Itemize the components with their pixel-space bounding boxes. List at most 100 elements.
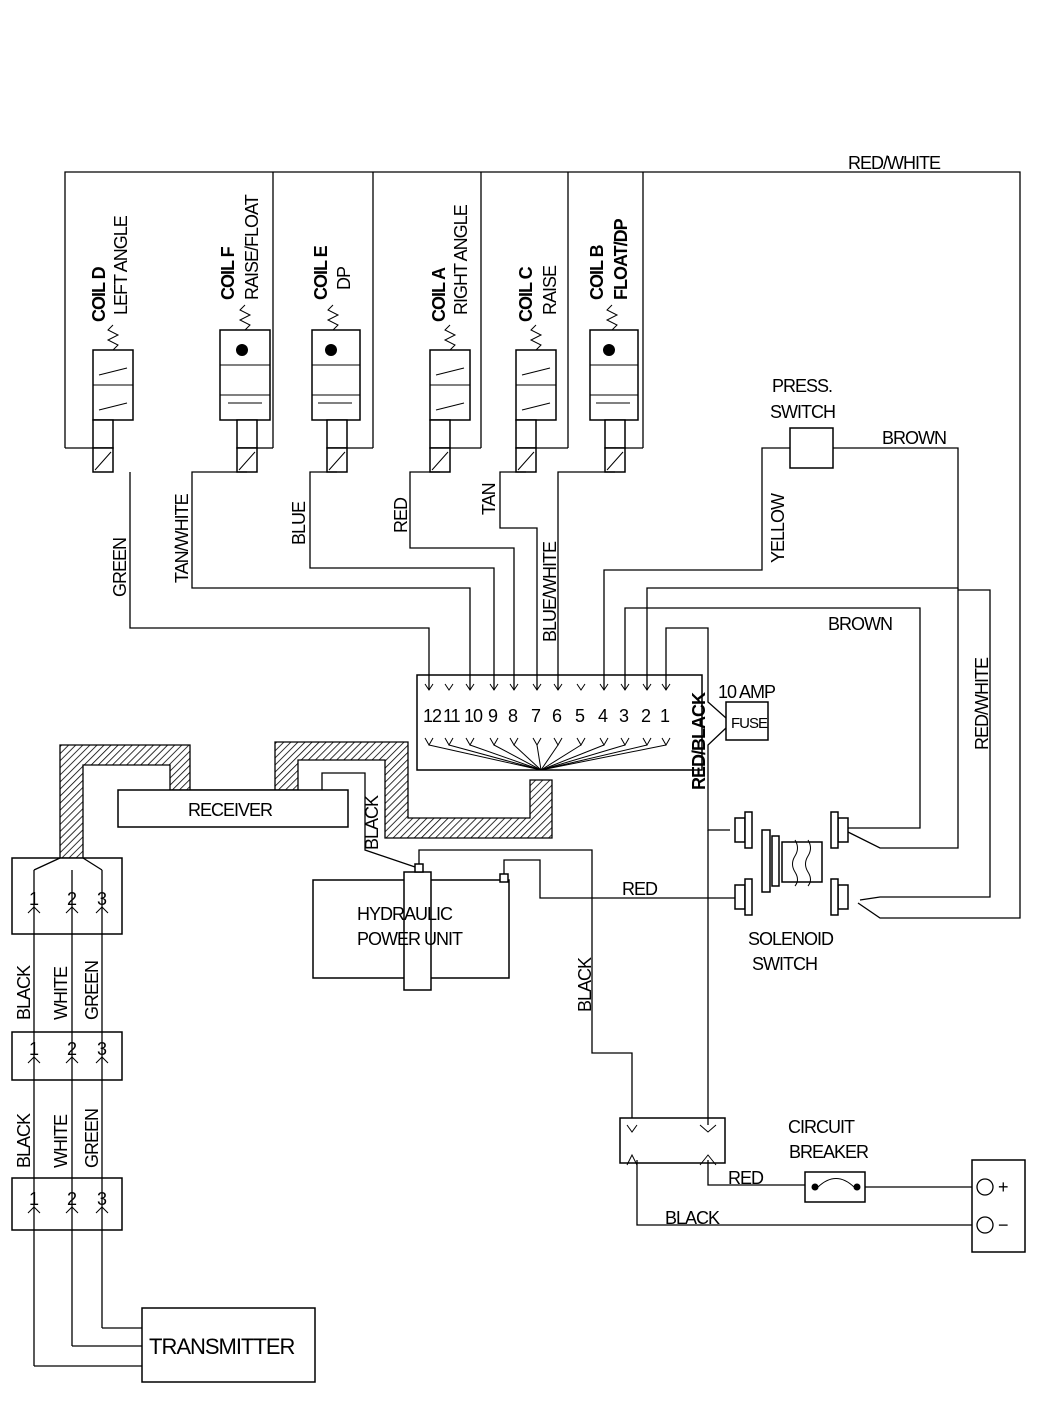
terminal-fan-line <box>540 744 559 771</box>
wire-label-red-white-top: RED/WHITE <box>848 153 941 173</box>
cable-color-label: GREEN <box>82 961 102 1020</box>
solenoid-label-2: SWITCH <box>752 954 817 974</box>
terminal-fan-line <box>536 744 542 771</box>
breaker-label-2: BREAKER <box>789 1142 869 1162</box>
connector-pin-1: 1 <box>29 1189 39 1209</box>
coil-d: COIL D LEFT ANGLE <box>65 215 134 473</box>
wire-label-yellow: YELLOW <box>768 493 788 563</box>
coil-e-desc: DP <box>334 266 354 290</box>
circuit-breaker: CIRCUIT BREAKER <box>788 1117 975 1203</box>
hydraulic-label-1: HYDRAULIC <box>357 904 453 924</box>
cable-color-label: WHITE <box>51 1114 71 1168</box>
wire-label-red-solenoid: RED <box>622 879 658 899</box>
fuse-rating: 10 AMP <box>718 682 776 702</box>
terminal-fan-line <box>428 744 542 771</box>
wire-label-blue-white: BLUE/WHITE <box>540 541 560 642</box>
wire-label-red-black: RED/BLACK <box>689 692 709 790</box>
coil-b: COIL B FLOAT/DP <box>587 218 643 473</box>
wire-label-blue: BLUE <box>289 501 309 545</box>
coil-f-title: COIL F <box>218 246 238 300</box>
coil-a-title: COIL A <box>429 267 449 322</box>
battery: + − <box>971 1159 1026 1253</box>
wire-label-red-bottom: RED <box>728 1168 764 1188</box>
wire-label-green: GREEN <box>110 538 130 597</box>
terminal-arrow <box>444 683 454 691</box>
battery-negative: − <box>998 1215 1008 1235</box>
solenoid-switch: SOLENOID SWITCH <box>734 811 849 974</box>
connector-pin-arrow <box>95 1206 109 1214</box>
wire-label-black-long: BLACK <box>575 957 595 1012</box>
coil-b-title: COIL B <box>587 244 607 300</box>
connector-pin-arrow <box>65 1056 79 1064</box>
receiver-label: RECEIVER <box>188 800 273 820</box>
terminal-fan-line <box>469 744 542 771</box>
breaker-label-1: CIRCUIT <box>788 1117 855 1137</box>
wire-label-brown-top: BROWN <box>882 428 946 448</box>
terminal-fan-line <box>493 744 542 771</box>
terminal-arrow <box>576 683 586 691</box>
battery-positive: + <box>998 1177 1008 1197</box>
power-connector: RED BLACK <box>619 830 975 1228</box>
transmitter-label: TRANSMITTER <box>149 1334 295 1359</box>
wire-label-tan-white: TAN/WHITE <box>172 493 192 583</box>
connector-pin-2: 2 <box>67 1039 77 1059</box>
cable-color-label: GREEN <box>82 1109 102 1168</box>
solenoid-label-1: SOLENOID <box>748 929 834 949</box>
terminal-fan-line <box>540 744 667 771</box>
connector-pin-arrow <box>27 1206 41 1214</box>
connector-pin-2: 2 <box>67 1189 77 1209</box>
terminal-fan-line <box>540 744 648 771</box>
terminal-number: 4 <box>598 706 608 726</box>
coil-b-desc: FLOAT/DP <box>611 218 631 300</box>
terminal-number: 6 <box>552 706 562 726</box>
terminal-number: 1 <box>660 706 670 726</box>
coil-e-title: COIL E <box>311 245 331 300</box>
terminal-number: 7 <box>531 706 541 726</box>
connector-pin-arrow <box>27 1056 41 1064</box>
wire-label-tan: TAN <box>479 483 499 515</box>
wire-harness <box>59 741 553 859</box>
connector-pin-arrow <box>95 906 109 914</box>
coil-e: COIL E DP <box>311 245 373 473</box>
coil-d-desc: LEFT ANGLE <box>111 215 131 315</box>
press-switch-label-2: SWITCH <box>770 402 835 422</box>
press-switch-label-1: PRESS. <box>772 376 832 396</box>
fuse: 10 AMP FUSE <box>718 682 777 741</box>
connector-pin-arrow <box>65 1206 79 1214</box>
connector-pin-arrow <box>95 1056 109 1064</box>
terminal-fan-line <box>540 744 582 771</box>
wire-label-red-white-right: RED/WHITE <box>972 657 992 750</box>
terminal-strip <box>416 674 703 771</box>
terminal-fan-line <box>513 744 542 771</box>
coil-f: COIL F RAISE/FLOAT <box>218 194 273 473</box>
press-switch: PRESS. SWITCH <box>770 376 836 469</box>
wire-label-black-bottom: BLACK <box>665 1208 720 1228</box>
coil-c-desc: RAISE <box>540 265 560 315</box>
signal-wires: GREEN TAN/WHITE BLUE RED TAN BLUE/WHITE … <box>110 428 992 901</box>
wire-label-black-receiver: BLACK <box>362 795 382 850</box>
red-white-frame: RED/WHITE <box>64 153 1021 919</box>
terminal-fan-line <box>540 744 626 771</box>
terminal-fan-line <box>540 744 605 771</box>
connector-pin-1: 1 <box>29 1039 39 1059</box>
terminal-number: 12 <box>423 706 442 726</box>
transmitter: TRANSMITTER <box>141 1307 316 1383</box>
cable-color-label: BLACK <box>14 965 34 1020</box>
terminal-number: 10 <box>464 706 483 726</box>
terminal-number: 8 <box>508 706 518 726</box>
connector-pin-3: 3 <box>97 889 107 909</box>
wire-label-brown-mid: BROWN <box>828 614 892 634</box>
terminal-fan-line <box>448 744 542 771</box>
wire-label-red: RED <box>391 497 411 533</box>
coil-c-title: COIL C <box>516 266 536 322</box>
connector-pin-2: 2 <box>67 889 77 909</box>
receiver: RECEIVER BLACK <box>117 772 419 869</box>
terminal-number: 9 <box>488 706 498 726</box>
connector-pin-3: 3 <box>97 1189 107 1209</box>
coil-f-desc: RAISE/FLOAT <box>242 194 262 300</box>
cable-color-label: BLACK <box>14 1113 34 1168</box>
